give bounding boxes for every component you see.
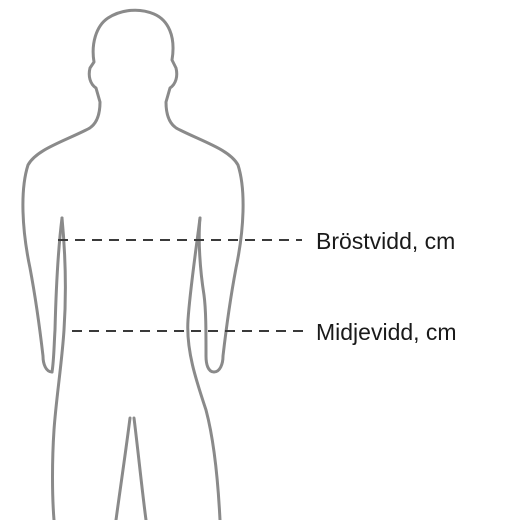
human-silhouette-outline-icon xyxy=(23,10,243,520)
right-torso-side xyxy=(188,218,220,520)
right-leg-inner xyxy=(134,418,146,520)
chest-measurement-label: Bröstvidd, cm xyxy=(316,230,455,253)
left-arm-inner xyxy=(52,218,62,372)
waist-measurement-label: Midjevidd, cm xyxy=(316,321,457,344)
left-leg-inner xyxy=(116,418,130,520)
